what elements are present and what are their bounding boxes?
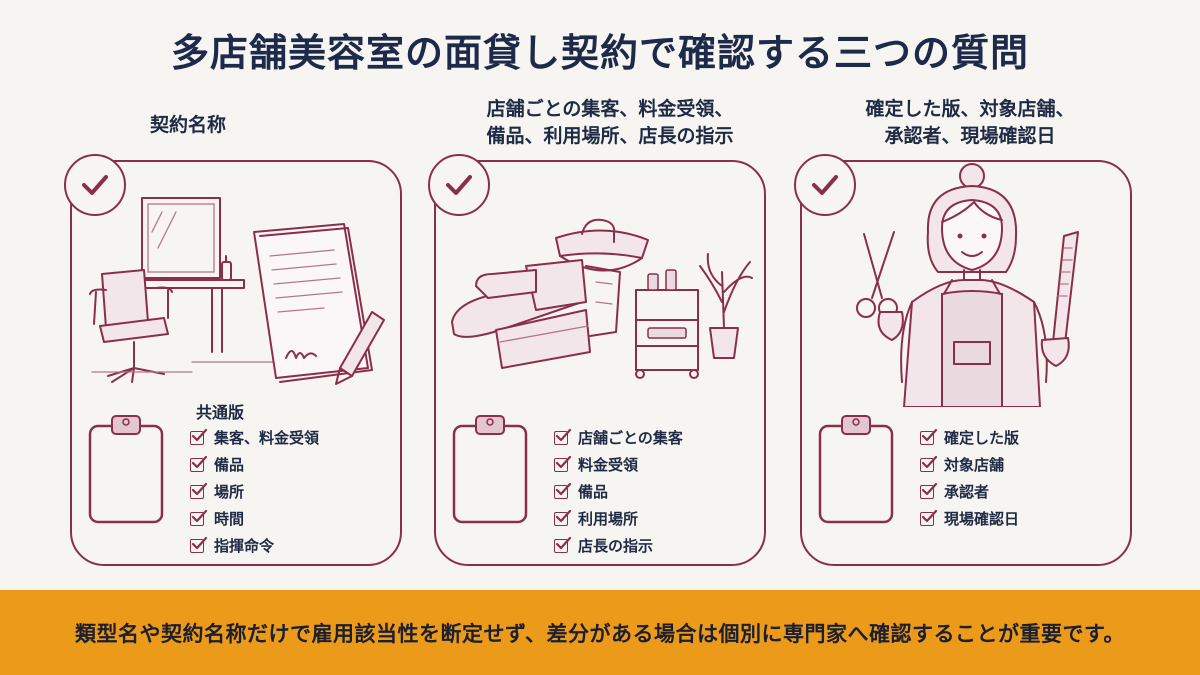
checkbox-checked-icon: [920, 482, 938, 499]
footer-note: 類型名や契約名称だけで雇用該当性を断定せず、差分がある場合は個別に専門家へ確認す…: [75, 621, 1125, 646]
column-2-heading-line-1: 店舗ごとの集客、料金受領、: [486, 98, 734, 120]
column-2-heading: 店舗ごとの集客、料金受領、 備品、利用場所、店長の指示: [440, 96, 780, 150]
list-item: 備品: [554, 478, 683, 505]
checkbox-checked-icon: [920, 509, 938, 526]
checkbox-checked-icon: [554, 455, 572, 472]
checkbox-checked-icon: [190, 428, 208, 445]
list-item: 指揮命令: [190, 532, 319, 559]
list-item: 集客、料金受領: [190, 424, 319, 451]
page-title: 多店舗美容室の面貸し契約で確認する三つの質問: [170, 31, 1029, 75]
checkbox-checked-icon: [554, 536, 572, 553]
checkbox-checked-icon: [190, 536, 208, 553]
list-item: 場所: [190, 478, 319, 505]
list-title: 共通版: [196, 403, 245, 422]
checkbox-checked-icon: [190, 509, 208, 526]
clipboard-icon: [816, 414, 896, 530]
checklist: 集客、料金受領 備品 場所 時間 指揮命令: [190, 424, 319, 559]
column-1-heading: 契約名称: [78, 112, 298, 139]
list-item: 対象店舗: [920, 451, 1019, 478]
checkbox-checked-icon: [190, 482, 208, 499]
salon-station-contract-illustration: [89, 197, 385, 385]
list-item: 確定した版: [920, 424, 1019, 451]
column-3-heading: 確定した版、対象店舗、 承認者、現場確認日: [805, 96, 1135, 150]
checkbox-checked-icon: [920, 455, 938, 472]
list-item: 料金受領: [554, 451, 683, 478]
checkbox-checked-icon: [554, 509, 572, 526]
checkbox-checked-icon: [190, 455, 208, 472]
clipboard-icon: [450, 414, 530, 530]
column-3-heading-line-1: 確定した版、対象店舗、: [865, 98, 1075, 120]
checklist: 確定した版 対象店舗 承認者 現場確認日: [920, 424, 1019, 532]
checklist: 店舗ごとの集客 料金受領 備品 利用場所 店長の指示: [554, 424, 683, 559]
checkbox-checked-icon: [554, 428, 572, 445]
check-badge-icon: [794, 154, 856, 216]
footer-banner: 類型名や契約名称だけで雇用該当性を断定せず、差分がある場合は個別に専門家へ確認す…: [0, 590, 1200, 675]
hairdresser-illustration: [856, 163, 1079, 407]
list-item: 店舗ごとの集客: [554, 424, 683, 451]
list-item: 承認者: [920, 478, 1019, 505]
card-confirmation-record: 確定した版 対象店舗 承認者 現場確認日: [794, 154, 1132, 566]
check-badge-icon: [428, 154, 490, 216]
list-item: 現場確認日: [920, 505, 1019, 532]
list-item: 店長の指示: [554, 532, 683, 559]
check-badge-icon: [64, 154, 126, 216]
list-item: 利用場所: [554, 505, 683, 532]
card-store-operations: 店舗ごとの集客 料金受領 備品 利用場所 店長の指示: [428, 154, 766, 566]
column-3-heading-line-2: 承認者、現場確認日: [884, 125, 1056, 147]
checkbox-checked-icon: [554, 482, 572, 499]
card-contract-name: 共通版 集客、料金受領 備品 場所 時間 指揮命令: [64, 154, 402, 566]
list-item: 備品: [190, 451, 319, 478]
shampoo-chair-illustration: [451, 218, 753, 379]
checkbox-checked-icon: [920, 428, 938, 445]
column-2-heading-line-2: 備品、利用場所、店長の指示: [486, 125, 734, 147]
list-item: 時間: [190, 505, 319, 532]
clipboard-icon: [86, 414, 166, 530]
column-1-heading-line-1: 契約名称: [149, 114, 226, 136]
